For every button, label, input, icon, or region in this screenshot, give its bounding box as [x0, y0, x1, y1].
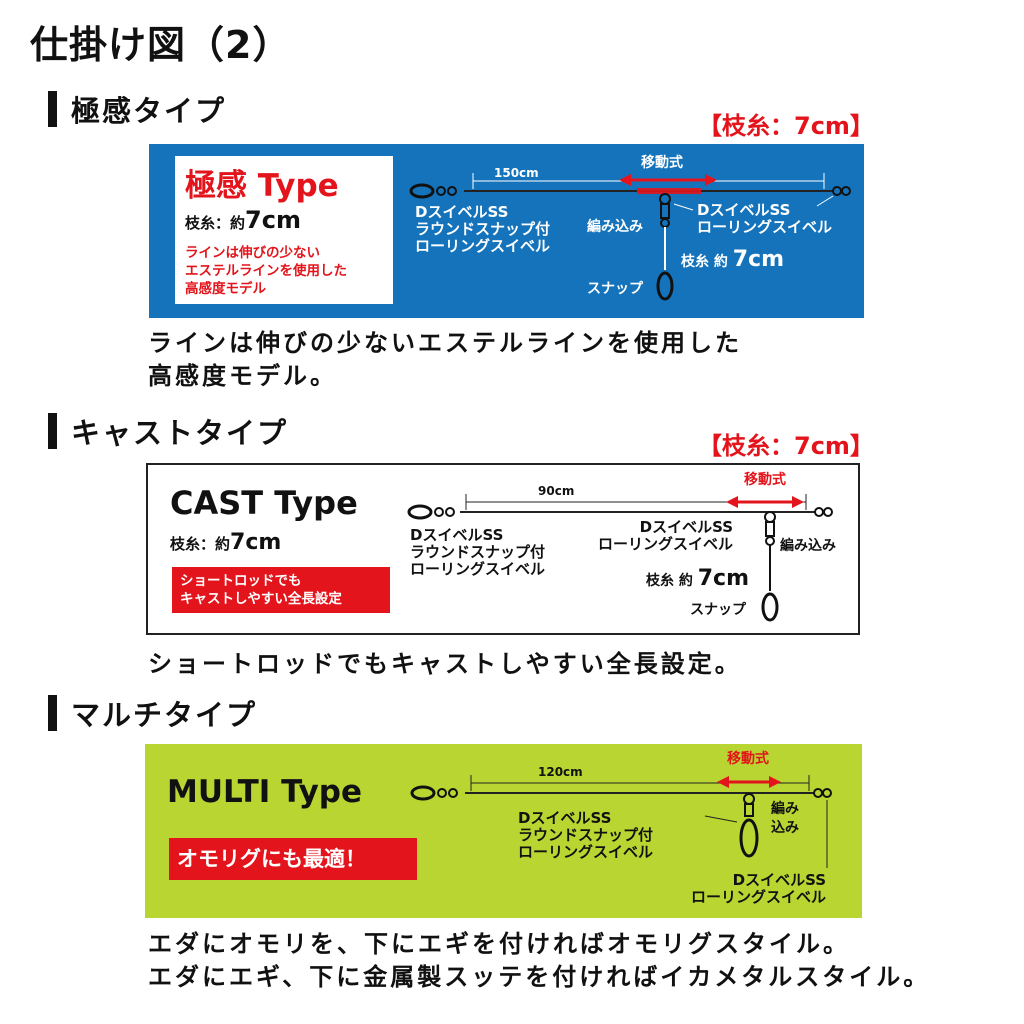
multi-rig-diagram	[410, 775, 832, 868]
section-heading-text: キャストタイプ	[71, 416, 289, 450]
movable-label: 移動式	[744, 472, 786, 488]
right-swivel-label: DスイベルSS ローリングスイベル	[691, 871, 827, 906]
cast-rig-diagram	[407, 494, 833, 622]
section-heading-text: 極感タイプ	[71, 94, 227, 128]
info-box-text: ラインは伸びの少ない エステルラインを使用した 高感度モデル	[185, 245, 347, 297]
heading-bar	[48, 413, 57, 449]
kyokan-description: ラインは伸びの少ないエステルラインを使用した 高感度モデル。	[148, 329, 742, 390]
movable-label: 移動式	[727, 751, 769, 767]
type-name: CAST Type	[170, 484, 358, 522]
main-line-length: 150cm	[494, 166, 539, 180]
left-swivel-label: DスイベルSS ラウンドスナップ付 ローリングスイベル	[415, 203, 551, 255]
main-line-length: 90cm	[538, 484, 575, 498]
kyokan-rig-diagram	[409, 173, 851, 301]
branch-length-label: 【枝糸：7cm】	[698, 432, 874, 460]
braided-label: 編み込み	[587, 219, 643, 235]
kyokan-rig-panel: 極感 Type 枝糸：約7cm ラインは伸びの少ない エステルラインを使用した …	[149, 144, 864, 318]
kyokan-info-box: 極感 Type 枝糸：約7cm ラインは伸びの少ない エステルラインを使用した …	[175, 156, 393, 304]
braided-label: 編み 込み	[771, 801, 799, 836]
rolling-swivel-label: DスイベルSS ローリングスイベル	[598, 518, 734, 553]
braided-label: 編み込み	[780, 538, 836, 554]
section-heading-cast: キャストタイプ	[48, 410, 288, 452]
page-title: 仕掛け図（2）	[30, 23, 292, 67]
section-heading-multi: マルチタイプ	[48, 692, 257, 734]
section-heading-text: マルチタイプ	[71, 698, 258, 732]
branch-info: 枝糸：約7cm	[185, 206, 301, 234]
info-box: ショートロッドでも キャストしやすい全長設定	[172, 567, 390, 613]
multi-rig-panel: MULTI Type オモリグにも最適！ 120cm 移動式 編み 込み Dスイ…	[145, 744, 862, 918]
mid-swivel-label: DスイベルSS ラウンドスナップ付 ローリングスイベル	[518, 809, 654, 861]
heading-bar	[48, 91, 57, 127]
heading-bar	[48, 695, 57, 731]
branch-length-label: 【枝糸：7cm】	[698, 112, 874, 140]
info-box: オモリグにも最適！	[169, 838, 417, 880]
type-name: MULTI Type	[167, 774, 363, 810]
snap-label: スナップ	[587, 281, 643, 297]
rolling-swivel-label: DスイベルSS ローリングスイベル	[697, 201, 833, 236]
type-name: 極感 Type	[185, 168, 339, 204]
main-line-length: 120cm	[538, 765, 583, 779]
snap-label: スナップ	[690, 602, 746, 618]
branch-length: 枝糸 約 7cm	[646, 566, 750, 591]
movable-label: 移動式	[641, 155, 683, 171]
cast-description: ショートロッドでもキャストしやすい全長設定。	[148, 650, 742, 678]
left-swivel-label: DスイベルSS ラウンドスナップ付 ローリングスイベル	[410, 526, 546, 578]
branch-length: 枝糸 約 7cm	[681, 247, 785, 272]
section-heading-kyokan: 極感タイプ	[48, 88, 226, 130]
cast-rig-panel: CAST Type 枝糸：約7cm ショートロッドでも キャストしやすい全長設定…	[146, 463, 860, 635]
branch-info: 枝糸：約7cm	[170, 530, 282, 555]
multi-description: エダにオモリを、下にエギを付ければオモリグスタイル。 エダにエギ、下に金属製スッ…	[148, 930, 931, 991]
